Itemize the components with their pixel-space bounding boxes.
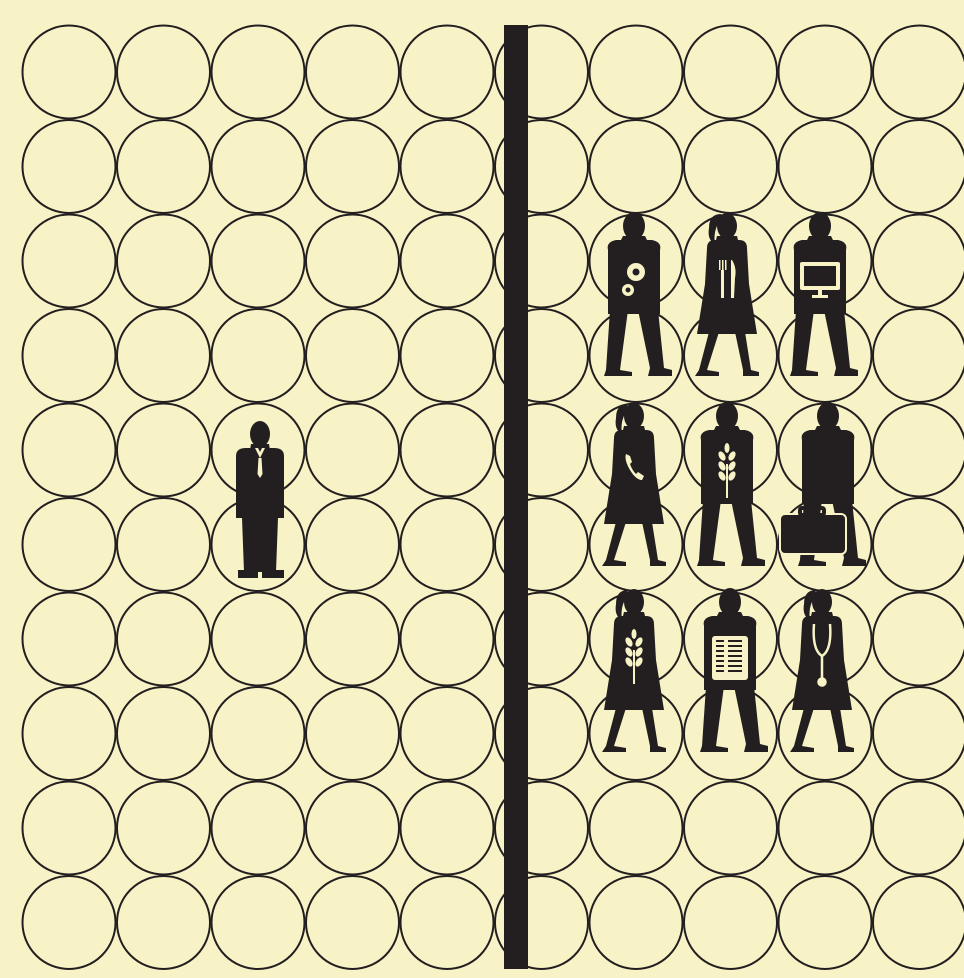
grid-circle [23,309,116,402]
grid-circle [306,593,399,686]
grid-circle [684,782,777,875]
grid-circle [590,120,683,213]
grid-circle [306,215,399,308]
grid-circle [590,26,683,119]
worker-gears [604,212,672,376]
grid-circle [23,593,116,686]
grid-circle [117,120,210,213]
grid-circle [23,404,116,497]
grid-circle [684,120,777,213]
grid-circle [306,26,399,119]
worker-doctor [790,589,854,752]
grid-circle [873,404,964,497]
grid-circle [684,687,777,780]
grid-circle [117,498,210,591]
grid-circle [306,782,399,875]
briefcase-icon [780,508,846,554]
grid-circle [401,498,494,591]
grid-circle [306,404,399,497]
grid-circle [23,215,116,308]
divider-bar [504,25,528,969]
grid-circle [873,309,964,402]
worker-farmer-man [697,402,765,566]
grid-circle [590,309,683,402]
grid-circle [873,593,964,686]
grid-circle [684,876,777,969]
grid-circle [212,782,305,875]
grid-circle [117,404,210,497]
grid-circle [212,215,305,308]
grid-circle [873,782,964,875]
grid-circle [401,26,494,119]
grid-circle [779,782,872,875]
worker-chef [695,213,759,376]
grid-circle [401,404,494,497]
grid-circle [873,876,964,969]
grid-circle [873,120,964,213]
grid-circle [117,782,210,875]
grid-circle [212,26,305,119]
grid-circle [306,120,399,213]
worker-it [790,212,858,376]
grid-circle [590,876,683,969]
grid-circle [306,876,399,969]
grid-circle [23,876,116,969]
grid-circle [401,215,494,308]
grid-circle [117,876,210,969]
document-icon [712,636,748,680]
grid-circle [684,26,777,119]
grid-circle [684,498,777,591]
grid-circle [117,309,210,402]
grid-circle [873,498,964,591]
grid-circle [117,593,210,686]
worker-farmer-woman [602,589,666,752]
grid-circle [23,498,116,591]
grid-circle [23,26,116,119]
worker-office [700,588,768,752]
grid-circle [212,120,305,213]
worker-phone [602,403,666,566]
grid-circle [23,120,116,213]
grid-circle [779,876,872,969]
grid-circle [779,26,872,119]
grid-circle [23,687,116,780]
grid-circle [117,687,210,780]
grid-circle [306,309,399,402]
businessman-figure [236,421,284,578]
grid-circle [401,687,494,780]
grid-circle [212,687,305,780]
grid-circle [401,593,494,686]
grid-circle [590,782,683,875]
grid-circle [401,120,494,213]
grid-circle [212,876,305,969]
grid-circle [117,26,210,119]
grid-circle [873,215,964,308]
grid-circle [873,26,964,119]
grid-circle [401,309,494,402]
grid-circle [306,687,399,780]
grid-circle [873,687,964,780]
grid-circle [117,215,210,308]
grid-circle [212,593,305,686]
grid-circle [779,120,872,213]
grid-circle [306,498,399,591]
grid-circle [401,876,494,969]
grid-circle [212,309,305,402]
grid-circle [779,309,872,402]
grid-circle [401,782,494,875]
grid-circle [23,782,116,875]
